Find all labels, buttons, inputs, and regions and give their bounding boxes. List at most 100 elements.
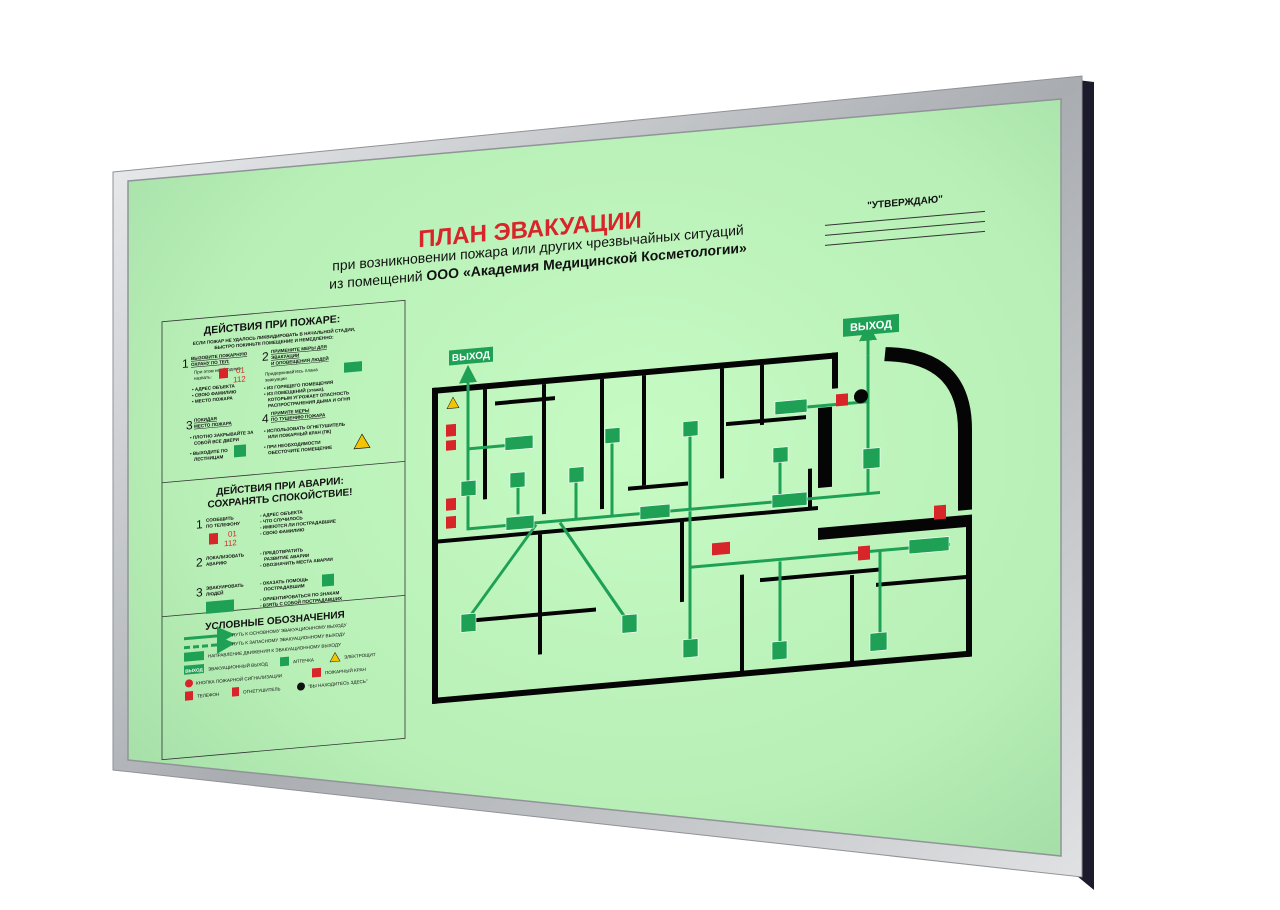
phone-number: 112 bbox=[233, 374, 246, 384]
direction-sign bbox=[772, 446, 789, 464]
direction-signs bbox=[460, 398, 950, 661]
direction-sign bbox=[771, 491, 808, 509]
legend-you-are-here: "ВЫ НАХОДИТЕСЬ ЗДЕСЬ" bbox=[308, 679, 368, 689]
phone-icon bbox=[219, 367, 228, 379]
wall bbox=[483, 389, 487, 500]
step-title: ПО ТУШЕНИЮ ПОЖАРА bbox=[271, 412, 326, 422]
legend-hydrant: ПОЖАРНЫЙ КРАН bbox=[325, 665, 366, 676]
step-title: ПРИМИТЕ МЕРЫ bbox=[271, 408, 310, 416]
phone-number: 01 bbox=[236, 365, 245, 375]
electric-warning-icon bbox=[446, 396, 460, 409]
extinguisher-icon bbox=[446, 423, 456, 437]
direction-sign bbox=[682, 420, 699, 438]
electric-icon bbox=[329, 652, 341, 663]
step-number: 4 bbox=[262, 411, 269, 426]
wall bbox=[438, 506, 818, 544]
panel-divider bbox=[162, 594, 405, 618]
hydrant-icon bbox=[712, 541, 730, 556]
exit-sign-right bbox=[843, 313, 899, 337]
accident-detail: - ОРИЕНТИРОВАТЬСЯ ПО ЗНАКАМ bbox=[260, 590, 340, 602]
wall bbox=[538, 534, 542, 655]
accident-detail: - ОБОЗНАЧИТЬ МЕСТА АВАРИИ bbox=[260, 557, 333, 568]
wall bbox=[740, 574, 744, 675]
phone-icon bbox=[446, 497, 456, 511]
alarm-button-icon bbox=[836, 393, 848, 407]
board-face-border bbox=[127, 98, 1062, 857]
extinguisher-icon bbox=[858, 545, 870, 561]
step-number: 3 bbox=[186, 418, 193, 433]
accident-step: ЛЮДЕЙ bbox=[206, 588, 223, 597]
wall bbox=[760, 567, 880, 583]
route-path bbox=[558, 521, 632, 626]
direction-sign bbox=[621, 613, 638, 634]
step-note: При этом необходимо bbox=[194, 366, 241, 375]
step-number: 2 bbox=[196, 555, 203, 570]
exit-sign-icon bbox=[206, 599, 234, 614]
step-number: 1 bbox=[182, 356, 189, 371]
wall bbox=[808, 468, 812, 509]
step-number: 3 bbox=[196, 585, 203, 600]
evacuation-routes bbox=[459, 322, 950, 652]
first-aid-icon bbox=[322, 573, 334, 587]
direction-sign bbox=[908, 536, 950, 555]
step-item: • ПРИ НЕОБХОДИМОСТИ bbox=[264, 440, 321, 450]
exit-sign-left-label: ВЫХОД bbox=[452, 350, 490, 364]
step-title: ОХРАНУ ПО ТЕЛ: bbox=[191, 359, 230, 367]
direction-sign bbox=[771, 640, 788, 661]
main-route-icon bbox=[184, 626, 235, 645]
extinguisher-icon bbox=[232, 686, 239, 697]
wall bbox=[850, 574, 854, 666]
wall bbox=[628, 481, 688, 491]
step-title: ЭВАКУАЦИИ bbox=[271, 353, 299, 360]
approve-line bbox=[825, 210, 985, 226]
step-item: • СВОЮ ФАМИЛИЮ bbox=[192, 389, 237, 398]
exit-sign-right-label: ВЫХОД bbox=[850, 319, 892, 335]
accident-step: ПО ТЕЛЕФОНУ bbox=[206, 521, 240, 529]
wall bbox=[876, 574, 966, 587]
extinguisher-icon bbox=[446, 515, 456, 529]
phone-icon bbox=[185, 691, 193, 701]
wall bbox=[818, 406, 832, 489]
direction-sign bbox=[774, 398, 808, 416]
hydrant-icon bbox=[312, 667, 321, 678]
wall bbox=[432, 352, 838, 394]
wall bbox=[542, 383, 546, 515]
direction-sign bbox=[460, 612, 477, 633]
accident-detail: - ОКАЗАТЬ ПОМОЩЬ bbox=[260, 577, 309, 586]
exit-sign-icon bbox=[184, 664, 204, 675]
accident-detail: - ИМЕЮТСЯ ЛИ ПОСТРАДАВШИЕ bbox=[260, 518, 336, 530]
direction-sign bbox=[869, 631, 888, 652]
wall bbox=[760, 364, 764, 426]
step-item: • ИЗ ГОРЯЩЕГО ПОМЕЩЕНИЯ bbox=[264, 380, 333, 391]
wall bbox=[680, 521, 684, 603]
route-path bbox=[690, 542, 950, 569]
wall bbox=[642, 375, 646, 486]
legend-extinguisher: ОГНЕТУШИТЕЛЬ bbox=[243, 686, 281, 694]
step-item: • МЕСТО ПОЖАРА bbox=[192, 395, 233, 404]
step-title: ВЫЗОВИТЕ ПОЖАРНУЮ bbox=[191, 351, 247, 361]
approve-label: "УТВЕРЖДАЮ" bbox=[867, 194, 943, 212]
step-number: 2 bbox=[262, 349, 269, 364]
step-note: назвать: bbox=[194, 374, 212, 381]
wall bbox=[720, 368, 724, 479]
approve-line bbox=[825, 220, 985, 236]
accident-step: СООБЩИТЬ bbox=[206, 515, 234, 522]
accident-step: ЭВАКУИРОВАТЬ bbox=[206, 583, 244, 591]
step-note: Придерживайтесь плана bbox=[265, 366, 318, 377]
accident-detail: - ПРЕДОТВРАТИТЬ bbox=[260, 547, 304, 556]
route-path bbox=[466, 524, 538, 620]
legend-first-aid: АПТЕЧКА bbox=[293, 657, 315, 664]
stair-curve bbox=[884, 347, 972, 511]
wall bbox=[476, 607, 596, 623]
step-item: СОБОЙ ВСЕ ДВЕРИ bbox=[194, 435, 239, 446]
wall bbox=[832, 352, 838, 389]
legend-electric: ЭЛЕКТРОЩИТ bbox=[344, 652, 376, 660]
electric-warning-icon bbox=[353, 433, 371, 450]
step-number: 1 bbox=[196, 517, 203, 532]
legend-alarm: КНОПКА ПОЖАРНОЙ СИГНАЛИЗАЦИИ bbox=[196, 671, 282, 686]
step-item: ЛЕСТНИЦАМ bbox=[194, 454, 224, 462]
wall bbox=[600, 378, 604, 510]
extinguisher-icon bbox=[934, 504, 946, 520]
direction-sign bbox=[505, 514, 535, 531]
